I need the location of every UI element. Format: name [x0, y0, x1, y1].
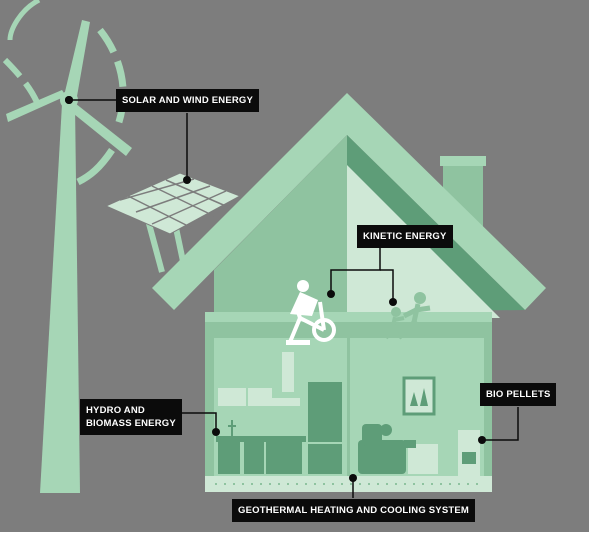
exercise-bike-icon — [286, 280, 336, 345]
connector-lines — [69, 99, 519, 498]
hydro-biomass-label-line2: BIOMASS ENERGY — [86, 418, 176, 429]
running-children-icon — [384, 292, 431, 340]
kitchen-icon — [216, 352, 342, 474]
hydro-biomass-label: HYDRO AND BIOMASS ENERGY — [80, 399, 182, 435]
hydro-biomass-label-line1: HYDRO AND — [86, 405, 145, 416]
kinetic-bike-dot — [327, 290, 335, 298]
geothermal-label: GEOTHERMAL HEATING AND COOLING SYSTEM — [232, 499, 476, 522]
hydro-biomass-dot — [212, 428, 220, 436]
bio-pellets-dot — [478, 436, 486, 444]
geothermal-dot — [349, 474, 357, 482]
solar-wind-dot — [65, 96, 73, 104]
bio-pellets-label: BIO PELLETS — [480, 383, 557, 406]
living-room-icon — [358, 376, 438, 474]
solar-panel-dot — [183, 176, 191, 184]
solar-wind-label: SOLAR AND WIND ENERGY — [116, 89, 260, 112]
stove-icon — [458, 430, 480, 476]
kinetic-label: KINETIC ENERGY — [357, 225, 453, 248]
wind-turbine-icon — [2, 0, 132, 493]
kinetic-children-dot — [389, 298, 397, 306]
